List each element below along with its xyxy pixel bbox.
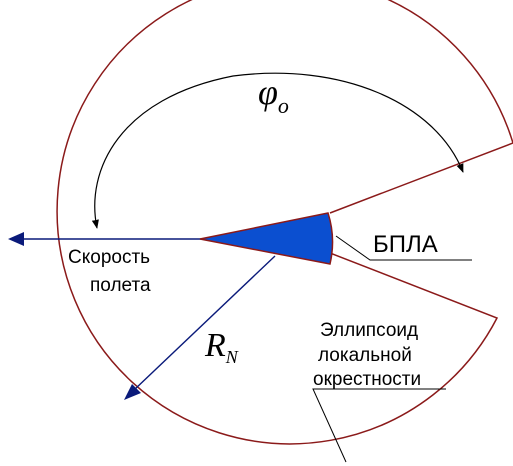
ellipsoid-label-line3: окрестности — [313, 369, 421, 390]
velocity-label-line2: полета — [90, 275, 151, 296]
ellipsoid-label-line2: локальной — [318, 345, 412, 366]
angle-symbol: φo — [258, 72, 289, 118]
radius-arrow-line — [133, 255, 276, 391]
velocity-label-line1: Скорость — [68, 247, 150, 268]
radius-subscript: N — [225, 347, 239, 367]
neighbourhood-boundary — [56, 0, 513, 445]
radius-arrowhead — [124, 384, 141, 400]
uav-label: БПЛА — [373, 231, 438, 258]
velocity-arrowhead — [8, 232, 24, 246]
uav-leader-line — [335, 235, 472, 261]
uav-shape — [199, 212, 334, 265]
angle-subscript: o — [278, 93, 289, 118]
ellipsoid-leader-line — [312, 388, 446, 463]
ellipsoid-label-line1: Эллипсоид — [320, 320, 418, 341]
angle-arc — [91, 72, 464, 229]
radius-symbol: RN — [204, 327, 239, 367]
